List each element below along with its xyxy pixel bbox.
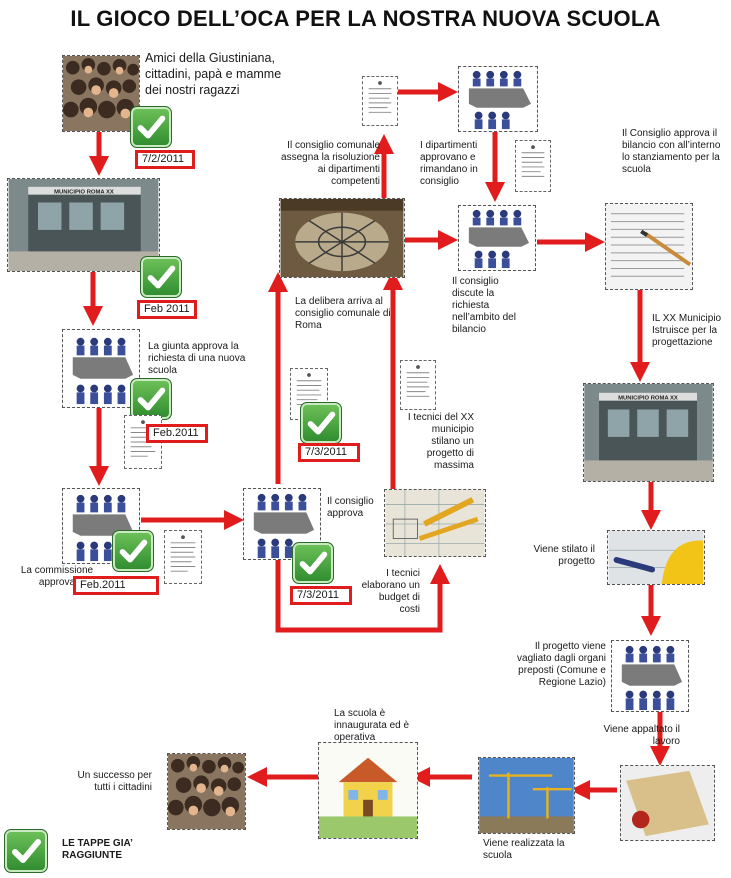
date-badge-tecnici: 7/3/2011: [298, 443, 360, 462]
step-label-dipartimenti: I dipartimenti approvano e rimandano in …: [420, 140, 478, 187]
meeting-table-dipartimenti: [458, 66, 538, 132]
date-badge-consiglio: 7/3/2011: [290, 586, 352, 605]
meeting-table-giunta: [62, 329, 140, 408]
building-photo-2: MUNICIPIO ROMA XX: [583, 383, 714, 482]
crowd-photo-2: [167, 753, 246, 830]
date-badge-municipio: Feb 2011: [137, 300, 197, 319]
building-sign-1: MUNICIPIO ROMA XX: [54, 190, 114, 196]
envelope-photo: [620, 765, 715, 841]
step-label-stilato: Viene stilato il progetto: [533, 544, 595, 567]
date-badge-giunta: Feb.2011: [146, 424, 208, 443]
step-label-vagliato: Il progetto viene vagliato dagli organi …: [517, 641, 606, 688]
checkmark-icon: [292, 542, 334, 584]
checkmark-icon: [130, 106, 172, 148]
step-label-delibera: La delibera arriva al consiglio comunale…: [295, 296, 391, 331]
building-sign-2: MUNICIPIO ROMA XX: [618, 396, 678, 402]
building-photo-1: MUNICIPIO ROMA XX: [7, 178, 160, 272]
school-illustration: [318, 742, 418, 839]
date-badge-commissione: Feb.2011: [73, 576, 159, 595]
document-icon: [515, 140, 551, 192]
checkmark-icon: [300, 402, 342, 444]
budget-sheet-photo: [605, 203, 693, 290]
step-label-bilancio: Il Consiglio approva il bilancio con all…: [622, 128, 721, 175]
step-label-consiglio-discute: Il consiglio discute la richiesta nell’a…: [452, 276, 516, 335]
step-label-commissione: La commissione approva: [20, 565, 94, 588]
legend-checkmark-icon: [4, 829, 48, 873]
design-photo: [607, 530, 705, 585]
arrow-6: [275, 560, 450, 633]
step-label-municipio-istruisce: IL XX Municipio Istruisce per la progett…: [652, 313, 722, 348]
council-hall-photo: [279, 198, 405, 278]
construction-photo: [478, 757, 575, 834]
checkmark-icon: [112, 530, 154, 572]
legend-label: LE TAPPE GIA’ RAGGIUNTE: [62, 838, 133, 861]
blueprint-photo: [384, 489, 486, 557]
crowd-photo-1: [62, 55, 140, 132]
document-icon: [362, 76, 398, 126]
step-label-consiglio-comunale: Il consiglio comunale assegna la risoluz…: [281, 140, 380, 187]
step-label-tecnici-budget: I tecnici elaborano un budget di costi: [361, 568, 420, 615]
step-label-appaltato: Viene appaltato il lavoro: [603, 724, 680, 747]
step-label-amici: Amici della Giustiniana, cittadini, papà…: [145, 51, 282, 97]
step-label-inaugurata: La scuola è innaugurata ed è operativa: [334, 708, 410, 743]
checkmark-icon: [130, 378, 172, 420]
page-title: IL GIOCO DELL’OCA PER LA NOSTRA NUOVA SC…: [70, 6, 661, 31]
date-badge-amici: 7/2/2011: [135, 150, 195, 169]
step-label-consiglio-approva: Il consiglio approva: [327, 496, 374, 519]
step-label-giunta: La giunta approva la richiesta di una nu…: [148, 341, 246, 376]
document-icon: [400, 360, 436, 410]
meeting-table-consiglio-discute: [458, 205, 536, 271]
document-icon: [164, 530, 202, 584]
step-label-successo: Un successo per tutti i cittadini: [77, 770, 152, 793]
meeting-table-vagliato: [611, 640, 689, 712]
checkmark-icon: [140, 256, 182, 298]
step-label-realizzata: Viene realizzata la scuola: [483, 838, 565, 861]
step-label-tecnici-progetto: I tecnici del XX municipio stilano un pr…: [407, 412, 474, 471]
